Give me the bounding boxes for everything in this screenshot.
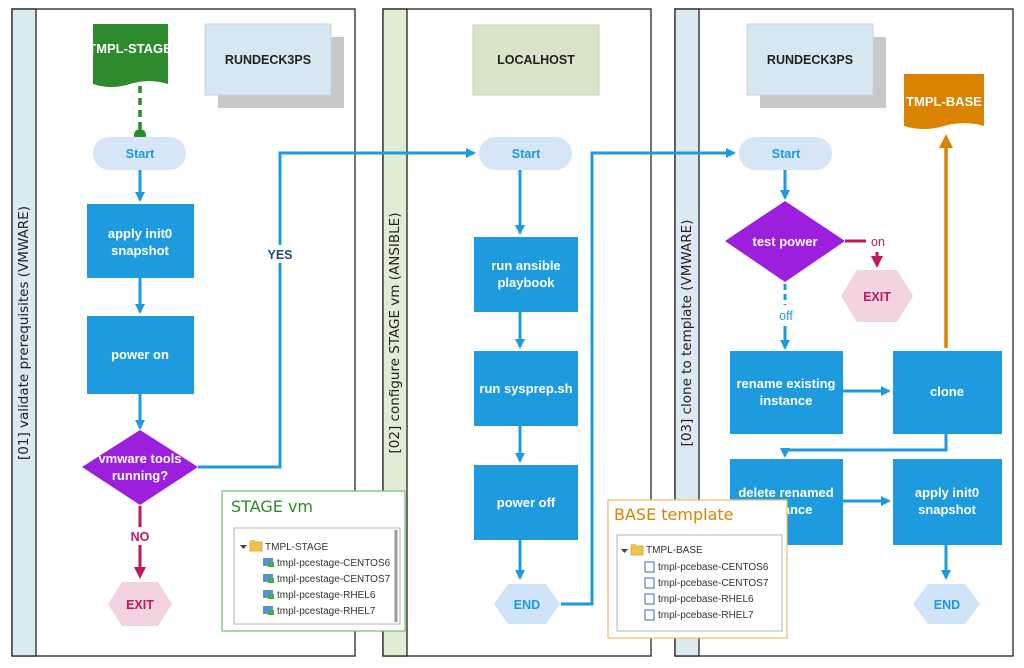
lane2-power-off: power off [474, 465, 578, 540]
lane1-decision-line2: running? [112, 468, 168, 483]
lane3-rename: rename existing instance [730, 351, 843, 434]
lane2-start-label: Start [512, 147, 541, 161]
lane3-clone: clone [893, 351, 1002, 434]
lane3-clone-label: clone [930, 384, 964, 399]
base-tree-item[interactable]: tmpl-pcebase-RHEL7 [658, 610, 754, 621]
base-tree-item[interactable]: tmpl-pcebase-CENTOS7 [658, 578, 769, 589]
lane1-exit-label: EXIT [126, 598, 154, 612]
expand-arrow-icon[interactable] [240, 545, 247, 549]
lane3-start-label: Start [772, 147, 801, 161]
base-panel-title: BASE template [614, 505, 734, 524]
lane3-start: Start [739, 137, 832, 170]
lane1-decision: vmware tools running? [82, 430, 198, 505]
folder-icon [630, 544, 644, 556]
lane3-test-power-label: test power [752, 234, 817, 249]
lane2-run-ansible: run ansible playbook [474, 237, 578, 312]
stage-tree-item[interactable]: tmpl-pcestage-RHEL7 [277, 606, 376, 617]
lane2-run-ansible-line1: run ansible [491, 258, 560, 273]
no-label: NO [131, 530, 150, 544]
lane3-exit: EXIT [841, 270, 913, 322]
lane2-run-ansible-line2: playbook [497, 275, 555, 290]
lane1-apply-snapshot: apply init0 snapshot [87, 204, 194, 278]
base-template-panel: BASE template TMPL-BASE tmpl-pcebase-CEN… [607, 499, 788, 639]
lane-3-label: [03] clone to template (VMWARE) [679, 220, 695, 447]
template-icon [644, 561, 655, 573]
lane-2-label: [02] configure STAGE vm (ANSIBLE) [387, 213, 403, 454]
lane1-power-on-label: power on [111, 347, 169, 362]
stage-tree-item[interactable]: tmpl-pcestage-CENTOS6 [277, 558, 391, 569]
lane3-end: END [913, 584, 980, 624]
lane1-start-label: Start [126, 147, 155, 161]
lane2-end-label: END [514, 598, 540, 612]
template-icon [644, 609, 655, 621]
lane3-exit-label: EXIT [863, 290, 891, 304]
base-tree-items: tmpl-pcebase-CENTOS6 tmpl-pcebase-CENTOS… [644, 561, 769, 621]
lane3-apply-snapshot: apply init0 snapshot [893, 459, 1002, 545]
stage-tree-items: tmpl-pcestage-CENTOS6 tmpl-pcestage-CENT… [263, 558, 391, 617]
lane-1: [01] validate prerequisites (VMWARE) [11, 8, 356, 657]
lane1-exit: EXIT [108, 582, 172, 626]
stage-panel-title: STAGE vm [231, 497, 313, 516]
host-box-rundeck-1: RUNDECK3PS [204, 23, 344, 108]
host-label-2: LOCALHOST [497, 53, 575, 67]
lane3-snapshot-line2: snapshot [918, 502, 976, 517]
lane3-end-label: END [934, 598, 960, 612]
lane1-start: Start [93, 137, 186, 170]
on-label: on [871, 235, 885, 249]
template-icon [644, 577, 655, 589]
vm-icon [263, 606, 274, 615]
stage-tree-item[interactable]: tmpl-pcestage-CENTOS7 [277, 574, 391, 585]
lane1-apply-snapshot-line1: apply init0 [108, 226, 172, 241]
base-tree-item[interactable]: tmpl-pcebase-RHEL6 [658, 594, 754, 605]
lane2-run-sysprep-label: run sysprep.sh [479, 381, 572, 396]
lane-2-border [382, 8, 652, 657]
lane1-power-on: power on [87, 316, 194, 394]
expand-arrow-icon[interactable] [621, 549, 628, 553]
lane1-decision-line1: vmware tools [98, 451, 181, 466]
tmpl-stage-document: TMPL-STAGE [88, 24, 172, 87]
vm-icon [263, 590, 274, 599]
base-tree-root[interactable]: TMPL-BASE [646, 545, 703, 556]
lane-1-header [11, 8, 37, 657]
connectors [134, 86, 953, 606]
base-tree-item[interactable]: tmpl-pcebase-CENTOS6 [658, 562, 769, 573]
yes-label: YES [267, 248, 292, 262]
lane2-run-sysprep: run sysprep.sh [474, 351, 578, 426]
vm-icon [263, 558, 274, 567]
lane-1-label: [01] validate prerequisites (VMWARE) [16, 206, 32, 460]
lane3-delete-line1: delete renamed [738, 485, 833, 500]
lane3-snapshot-line1: apply init0 [915, 485, 979, 500]
tmpl-base-document: TMPL-BASE [904, 74, 984, 129]
lane3-rename-line2: instance [760, 393, 813, 408]
host-label-3: RUNDECK3PS [767, 53, 853, 67]
off-label: off [779, 309, 793, 323]
vm-icon [263, 574, 274, 583]
lane3-test-power: test power [725, 201, 845, 282]
host-label-1: RUNDECK3PS [225, 53, 311, 67]
stage-vm-panel: STAGE vm TMPL-STAGE tmpl-pcestage-CENTOS… [221, 490, 406, 632]
lane2-power-off-label: power off [497, 495, 556, 510]
lane3-rename-line1: rename existing [737, 376, 836, 391]
stage-tree-item[interactable]: tmpl-pcestage-RHEL6 [277, 590, 376, 601]
stage-tree-root[interactable]: TMPL-STAGE [265, 542, 328, 553]
lane2-start: Start [479, 137, 572, 170]
template-icon [644, 593, 655, 605]
tmpl-stage-label: TMPL-STAGE [88, 41, 172, 56]
tmpl-base-label: TMPL-BASE [906, 94, 982, 109]
lane2-end: END [494, 584, 560, 624]
host-box-localhost: LOCALHOST [472, 24, 600, 96]
host-box-rundeck-2: RUNDECK3PS [746, 23, 886, 108]
folder-icon [249, 540, 263, 552]
lane1-apply-snapshot-line2: snapshot [111, 243, 169, 258]
